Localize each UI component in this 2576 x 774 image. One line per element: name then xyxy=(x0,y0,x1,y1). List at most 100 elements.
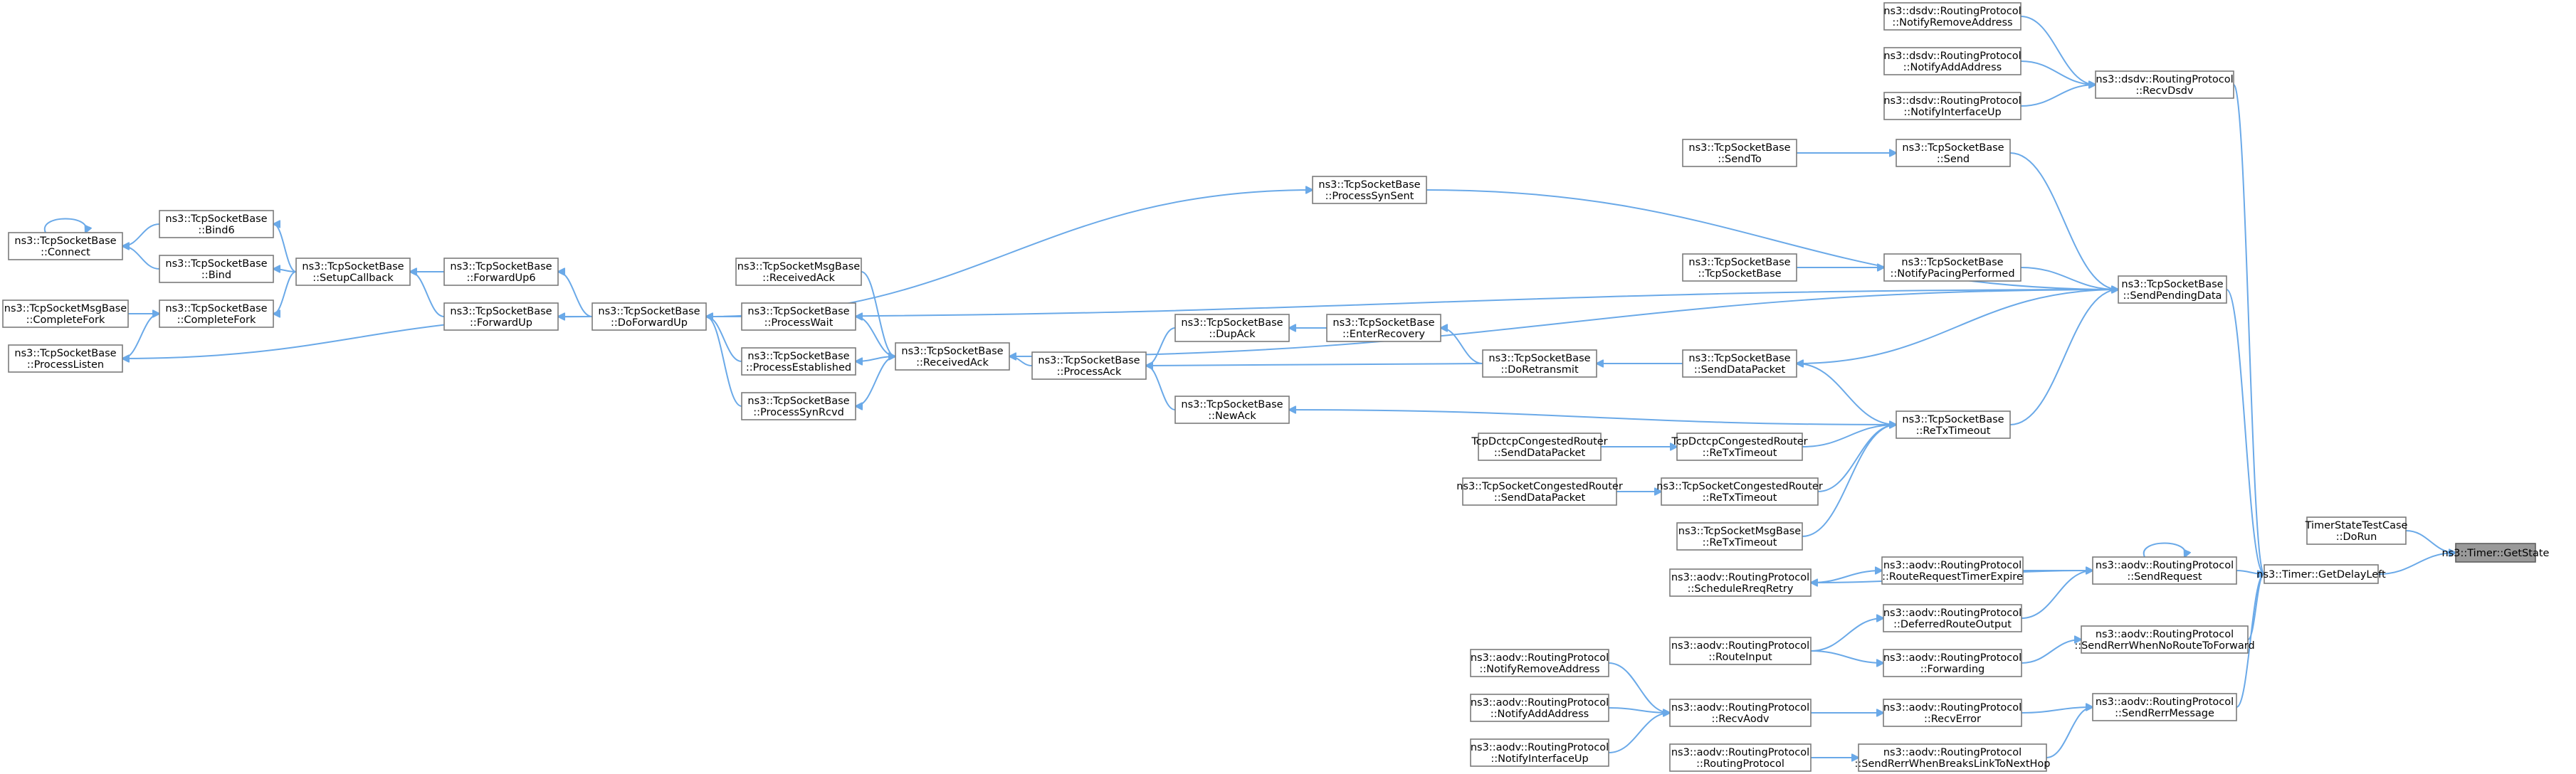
node-box xyxy=(1682,139,1797,167)
node-tsb-enterrecovery[interactable]: ns3::TcpSocketBase::EnterRecovery xyxy=(1326,314,1441,342)
node-label-line: ns3::TcpSocketBase xyxy=(747,351,849,362)
node-aodv-sendrerrmessage[interactable]: ns3::aodv::RoutingProtocol::SendRerrMess… xyxy=(2092,693,2237,721)
node-tsb-receivedack[interactable]: ns3::TcpSocketBase::ReceivedAck xyxy=(895,342,1010,371)
node-tsb-processsynrcvd[interactable]: ns3::TcpSocketBase::ProcessSynRcvd xyxy=(741,392,856,420)
node-tsb-setupcallback[interactable]: ns3::TcpSocketBase::SetupCallback xyxy=(295,258,411,286)
node-label-line: TcpDctcpCongestedRouter xyxy=(1471,436,1607,447)
node-tsmb-retx[interactable]: ns3::TcpSocketMsgBase::ReTxTimeout xyxy=(1676,522,1803,551)
node-dctcp-send[interactable]: TcpDctcpCongestedRouter::SendDataPacket xyxy=(1471,433,1608,461)
node-label-line: ::SendPendingData xyxy=(2123,290,2222,302)
node-timer-getdelayleft[interactable]: ns3::Timer::GetDelayLeft xyxy=(2256,564,2386,584)
node-tsb-completefork[interactable]: ns3::TcpSocketBase::CompleteFork xyxy=(159,299,274,328)
node-aodv-forwarding[interactable]: ns3::aodv::RoutingProtocol::Forwarding xyxy=(1883,649,2022,677)
node-tsb-bind6[interactable]: ns3::TcpSocketBase::Bind6 xyxy=(159,210,274,238)
node-label-line: ::RecvError xyxy=(1924,714,1981,725)
node-label-line: ns3::TcpSocketBase xyxy=(1901,257,2003,268)
node-label-line: ns3::TcpSocketMsgBase xyxy=(737,261,861,272)
node-label-line: ::ReTxTimeout xyxy=(1703,537,1777,548)
node-label-line: ns3::TcpSocketBase xyxy=(14,235,116,247)
node-tscr-retx[interactable]: ns3::TcpSocketCongestedRouter::ReTxTimeo… xyxy=(1656,477,1823,506)
node-label-line: ::DoRetransmit xyxy=(1500,364,1579,376)
node-tsb-forwardup[interactable]: ns3::TcpSocketBase::ForwardUp xyxy=(443,302,559,331)
node-label-line: ::NewAck xyxy=(1208,410,1256,422)
node-label-line: ::DoRun xyxy=(2336,531,2377,543)
node-aodv-sendrerrnoroute[interactable]: ns3::aodv::RoutingProtocol::SendRerrWhen… xyxy=(2074,625,2255,654)
node-label-line: ns3::TcpSocketCongestedRouter xyxy=(1656,481,1823,492)
node-label-line: ns3::TcpSocketBase xyxy=(1688,353,1790,364)
node-tsb-dupack[interactable]: ns3::TcpSocketBase::DupAck xyxy=(1174,314,1290,342)
node-tsb-newack[interactable]: ns3::TcpSocketBase::NewAck xyxy=(1174,396,1290,424)
edge-aodv-notifyremove-to-aodv-recvaodv xyxy=(1608,662,1670,713)
node-label-line: ns3::aodv::RoutingProtocol xyxy=(2096,696,2234,708)
node-label-line: ns3::aodv::RoutingProtocol xyxy=(2096,560,2234,571)
node-box xyxy=(1883,604,2022,632)
node-tscr-send[interactable]: ns3::TcpSocketCongestedRouter::SendDataP… xyxy=(1456,477,1623,506)
node-tsb-processestablished[interactable]: ns3::TcpSocketBase::ProcessEstablished xyxy=(741,347,856,376)
node-label-line: ::SendTo xyxy=(1718,154,1762,165)
node-tsb-processsynsent[interactable]: ns3::TcpSocketBase::ProcessSynSent xyxy=(1312,176,1427,204)
edge-dsdv-recvdsdv-to-timer-getdelayleft xyxy=(2233,84,2264,574)
node-label-line: ::SendRerrWhenBreaksLinkToNextHop xyxy=(1854,758,2050,770)
node-tsb-doretransmit[interactable]: ns3::TcpSocketBase::DoRetransmit xyxy=(1482,349,1597,378)
node-aodv-ctor[interactable]: ns3::aodv::RoutingProtocol::RoutingProto… xyxy=(1669,743,1812,772)
edge-tsb-bind-to-tsb-connect xyxy=(122,246,160,270)
node-box xyxy=(1669,743,1812,772)
edge-tsb-receivedack-to-tsb-processwait xyxy=(856,317,896,357)
node-timer-getstate[interactable]: ns3::Timer::GetState xyxy=(2442,543,2550,563)
node-tsb-retxtimeout[interactable]: ns3::TcpSocketBase::ReTxTimeout xyxy=(1896,410,2011,439)
node-tsb-doforwardup[interactable]: ns3::TcpSocketBase::DoForwardUp xyxy=(592,302,707,331)
node-label-line: ns3::aodv::RoutingProtocol xyxy=(1883,747,2022,758)
node-tsb-processack[interactable]: ns3::TcpSocketBase::ProcessAck xyxy=(1031,351,1147,380)
node-box xyxy=(1896,410,2011,439)
node-tsb-sendto[interactable]: ns3::TcpSocketBase::SendTo xyxy=(1682,139,1797,167)
node-dsdv-notifyremove[interactable]: ns3::dsdv::RoutingProtocol::NotifyRemove… xyxy=(1883,2,2022,31)
node-label-line: ::SendDataPacket xyxy=(1694,364,1786,376)
node-label-line: ns3::aodv::RoutingProtocol xyxy=(1883,560,2022,571)
node-label-line: ns3::aodv::RoutingProtocol xyxy=(2096,629,2234,640)
node-dsdv-notifyadd[interactable]: ns3::dsdv::RoutingProtocol::NotifyAddAdd… xyxy=(1883,47,2022,75)
node-tsb-notifypacing[interactable]: ns3::TcpSocketBase::NotifyPacingPerforme… xyxy=(1883,253,2022,282)
node-label-line: ns3::TcpSocketBase xyxy=(165,303,267,314)
node-label-line: ::NotifyInterfaceUp xyxy=(1491,753,1588,765)
node-tsb-processwait[interactable]: ns3::TcpSocketBase::ProcessWait xyxy=(741,302,856,331)
node-timerstate-dorun[interactable]: TimerStateTestCase::DoRun xyxy=(2305,516,2408,545)
node-dsdv-recvdsdv[interactable]: ns3::dsdv::RoutingProtocol::RecvDsdv xyxy=(2095,70,2234,99)
node-tsb-send[interactable]: ns3::TcpSocketBase::Send xyxy=(1896,139,2011,167)
edges-layer xyxy=(43,16,2456,758)
node-aodv-routeinput[interactable]: ns3::aodv::RoutingProtocol::RouteInput xyxy=(1669,637,1812,665)
node-tsmb-completefork[interactable]: ns3::TcpSocketMsgBase::CompleteFork xyxy=(2,299,129,328)
node-box xyxy=(2264,564,2379,584)
node-tsb-connect[interactable]: ns3::TcpSocketBase::Connect xyxy=(8,232,123,260)
node-label-line: ::NotifyAddAddress xyxy=(1491,709,1589,720)
node-label-line: ::ReTxTimeout xyxy=(1916,425,1991,437)
node-box xyxy=(1326,314,1441,342)
node-aodv-sendrequest[interactable]: ns3::aodv::RoutingProtocol::SendRequest xyxy=(2092,556,2237,585)
node-tsmb-receivedack[interactable]: ns3::TcpSocketMsgBase::ReceivedAck xyxy=(735,258,862,286)
node-dctcp-retx[interactable]: TcpDctcpCongestedRouter::ReTxTimeout xyxy=(1671,433,1808,461)
node-box xyxy=(8,344,123,373)
edge-aodv-sendrerrbreaks-to-aodv-sendrerrmessage xyxy=(2046,707,2093,758)
node-tsb-ctor[interactable]: ns3::TcpSocketBase::TcpSocketBase xyxy=(1682,253,1797,282)
node-aodv-notifyadd[interactable]: ns3::aodv::RoutingProtocol::NotifyAddAdd… xyxy=(1470,694,1609,722)
node-tsb-processlisten[interactable]: ns3::TcpSocketBase::ProcessListen xyxy=(8,344,123,373)
node-dsdv-notifyup[interactable]: ns3::dsdv::RoutingProtocol::NotifyInterf… xyxy=(1883,92,2022,120)
node-aodv-schedulerreq[interactable]: ns3::aodv::RoutingProtocol::ScheduleRreq… xyxy=(1669,568,1812,597)
node-aodv-notifyup[interactable]: ns3::aodv::RoutingProtocol::NotifyInterf… xyxy=(1470,738,1609,767)
edge-tsmb-retx-to-tsb-retxtimeout xyxy=(1802,425,1896,537)
node-aodv-sendrerrbreaks[interactable]: ns3::aodv::RoutingProtocol::SendRerrWhen… xyxy=(1854,743,2051,772)
node-tsb-bind[interactable]: ns3::TcpSocketBase::Bind xyxy=(159,255,274,283)
edge-aodv-deferredroute-to-aodv-sendrequest xyxy=(2021,571,2093,619)
node-aodv-recvaodv[interactable]: ns3::aodv::RoutingProtocol::RecvAodv xyxy=(1669,699,1812,727)
node-tsb-forwardup6[interactable]: ns3::TcpSocketBase::ForwardUp6 xyxy=(443,258,559,286)
node-label-line: ns3::TcpSocketBase xyxy=(1688,257,1790,268)
edge-aodv-routeinput-to-aodv-forwarding xyxy=(1810,650,1883,663)
node-aodv-deferredroute[interactable]: ns3::aodv::RoutingProtocol::DeferredRout… xyxy=(1883,604,2022,632)
edge-aodv-sendrequest-to-aodv-sendrequest xyxy=(2143,542,2185,558)
node-tsb-sendpending[interactable]: ns3::TcpSocketBase::SendPendingData xyxy=(2118,275,2227,304)
node-aodv-notifyremove[interactable]: ns3::aodv::RoutingProtocol::NotifyRemove… xyxy=(1470,649,1609,677)
node-aodv-routerequesttimer[interactable]: ns3::aodv::RoutingProtocol::RouteRequest… xyxy=(1881,556,2024,585)
node-aodv-recverror[interactable]: ns3::aodv::RoutingProtocol::RecvError xyxy=(1883,699,2022,727)
node-box xyxy=(1669,568,1812,597)
node-tsb-senddatapacket[interactable]: ns3::TcpSocketBase::SendDataPacket xyxy=(1682,349,1797,378)
